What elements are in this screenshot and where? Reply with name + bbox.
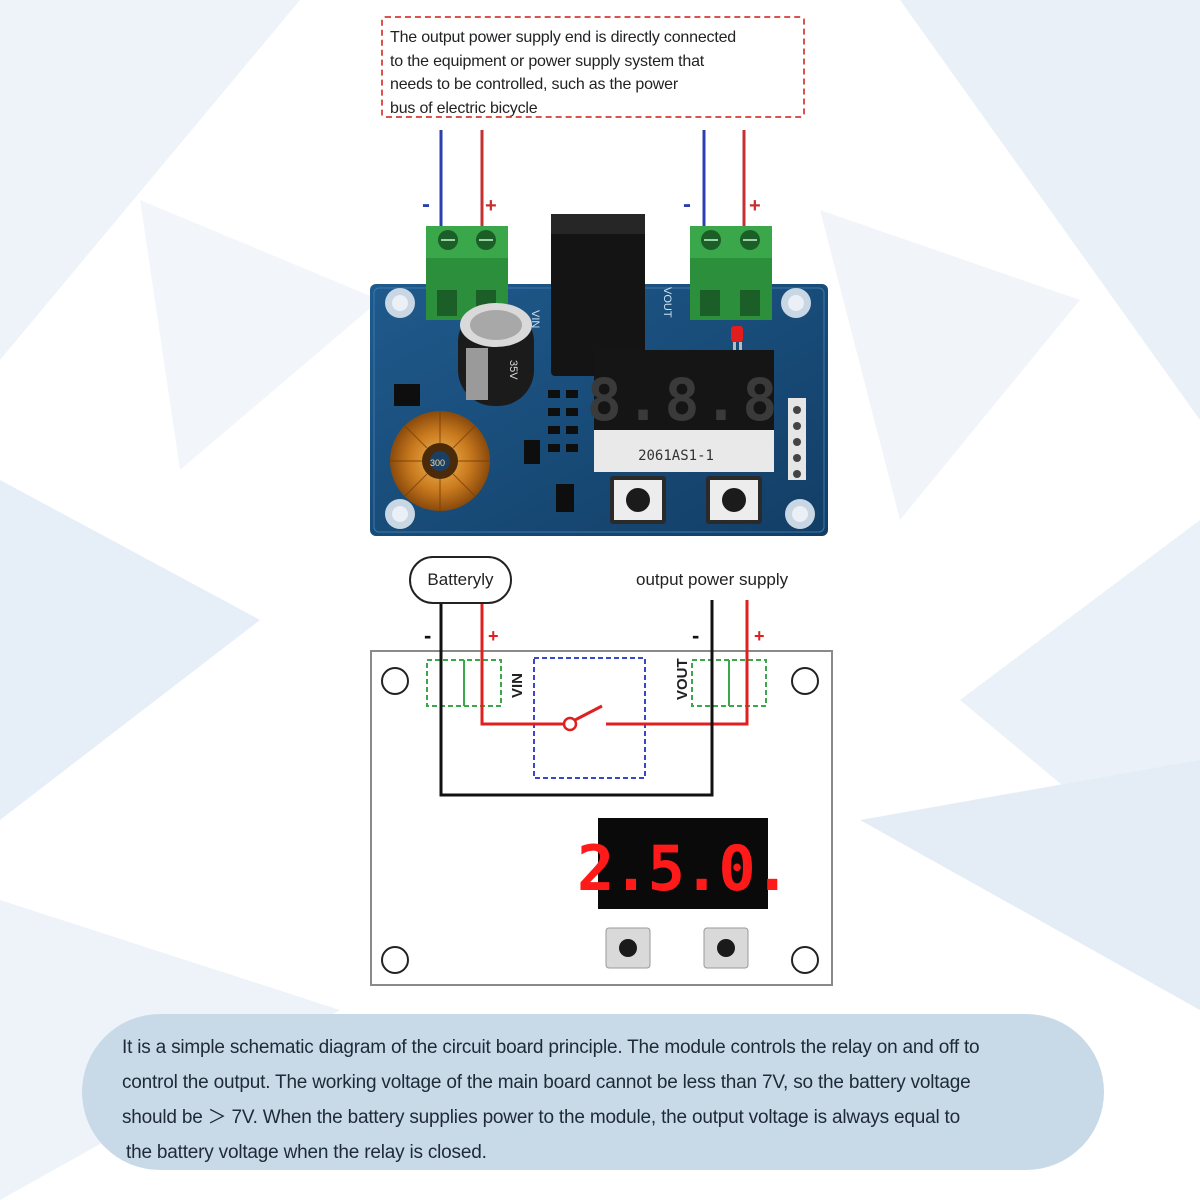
schematic-vin-label: VIN xyxy=(509,673,526,698)
callout-line: to the equipment or power supply system … xyxy=(390,52,705,70)
inductor-label: 300 xyxy=(430,458,445,468)
battery-label: Batteryly xyxy=(409,556,512,604)
description-line: the battery voltage when the relay is cl… xyxy=(126,1142,487,1163)
vin-minus-sign: - xyxy=(422,191,430,218)
vout-minus-sign: - xyxy=(683,191,691,218)
tactile-button-photo xyxy=(706,476,762,524)
schematic-vout-minus: - xyxy=(692,623,699,648)
vout-plus-sign: + xyxy=(749,195,761,217)
pcb-vout-label: VOUT xyxy=(661,287,673,318)
pcb-display-part: 2061AS1-1 xyxy=(638,448,714,464)
callout-line: needs to be controlled, such as the powe… xyxy=(390,76,678,93)
vin-plus-sign: + xyxy=(485,195,497,217)
output-power-supply-label: output power supply xyxy=(636,570,789,589)
description-line: control the output. The working voltage … xyxy=(122,1072,971,1093)
negative-circuit-wire xyxy=(439,600,714,797)
electrolytic-capacitor: 35V xyxy=(458,303,534,406)
pcb-photo: VIN VOUT 35V 300 xyxy=(370,214,828,536)
callout-line: The output power supply end is directly … xyxy=(390,29,736,46)
pcb-display: 8.8.8 2061AS1-1 xyxy=(587,350,782,472)
schematic-vin-minus: - xyxy=(424,623,431,648)
schematic-button xyxy=(605,927,651,969)
schematic-button xyxy=(703,927,749,969)
mounting-hole xyxy=(785,499,815,529)
output-callout: The output power supply end is directly … xyxy=(381,16,805,118)
pcb-vin-label: VIN xyxy=(529,310,541,328)
positive-circuit-wire xyxy=(480,600,749,726)
schematic-display-readout: 2.5.0. xyxy=(577,832,789,905)
smd-components xyxy=(394,384,578,512)
relay-switch xyxy=(562,704,603,732)
relay xyxy=(551,214,645,376)
schematic-hole xyxy=(381,946,409,974)
toroidal-inductor: 300 xyxy=(390,411,490,511)
output-terminal-block xyxy=(690,226,772,320)
pcb-display-readout: 8.8.8 xyxy=(587,366,782,434)
schematic-hole xyxy=(381,667,409,695)
input-wires xyxy=(439,130,484,232)
output-wires xyxy=(702,130,746,232)
capacitor-voltage-label: 35V xyxy=(507,360,519,380)
callout-line: bus of electric bicycle xyxy=(390,99,538,117)
description-line: should be ＞ 7V. When the battery supplie… xyxy=(122,1107,960,1128)
schematic-hole xyxy=(791,667,819,695)
schematic-vout-plus: + xyxy=(754,626,765,646)
mounting-hole xyxy=(385,288,415,318)
schematic-display: 2.5.0. xyxy=(577,818,791,909)
header-pins xyxy=(788,398,806,480)
mounting-hole xyxy=(781,288,811,318)
schematic-vout-label: VOUT xyxy=(674,658,691,700)
indicator-led xyxy=(731,326,743,350)
schematic-vin-plus: + xyxy=(488,626,499,646)
description-box: It is a simple schematic diagram of the … xyxy=(82,1014,1104,1170)
schematic-relay xyxy=(533,657,646,779)
tactile-button-photo xyxy=(610,476,666,524)
schematic-hole xyxy=(791,946,819,974)
description-line: It is a simple schematic diagram of the … xyxy=(122,1037,980,1058)
mounting-hole xyxy=(385,499,415,529)
